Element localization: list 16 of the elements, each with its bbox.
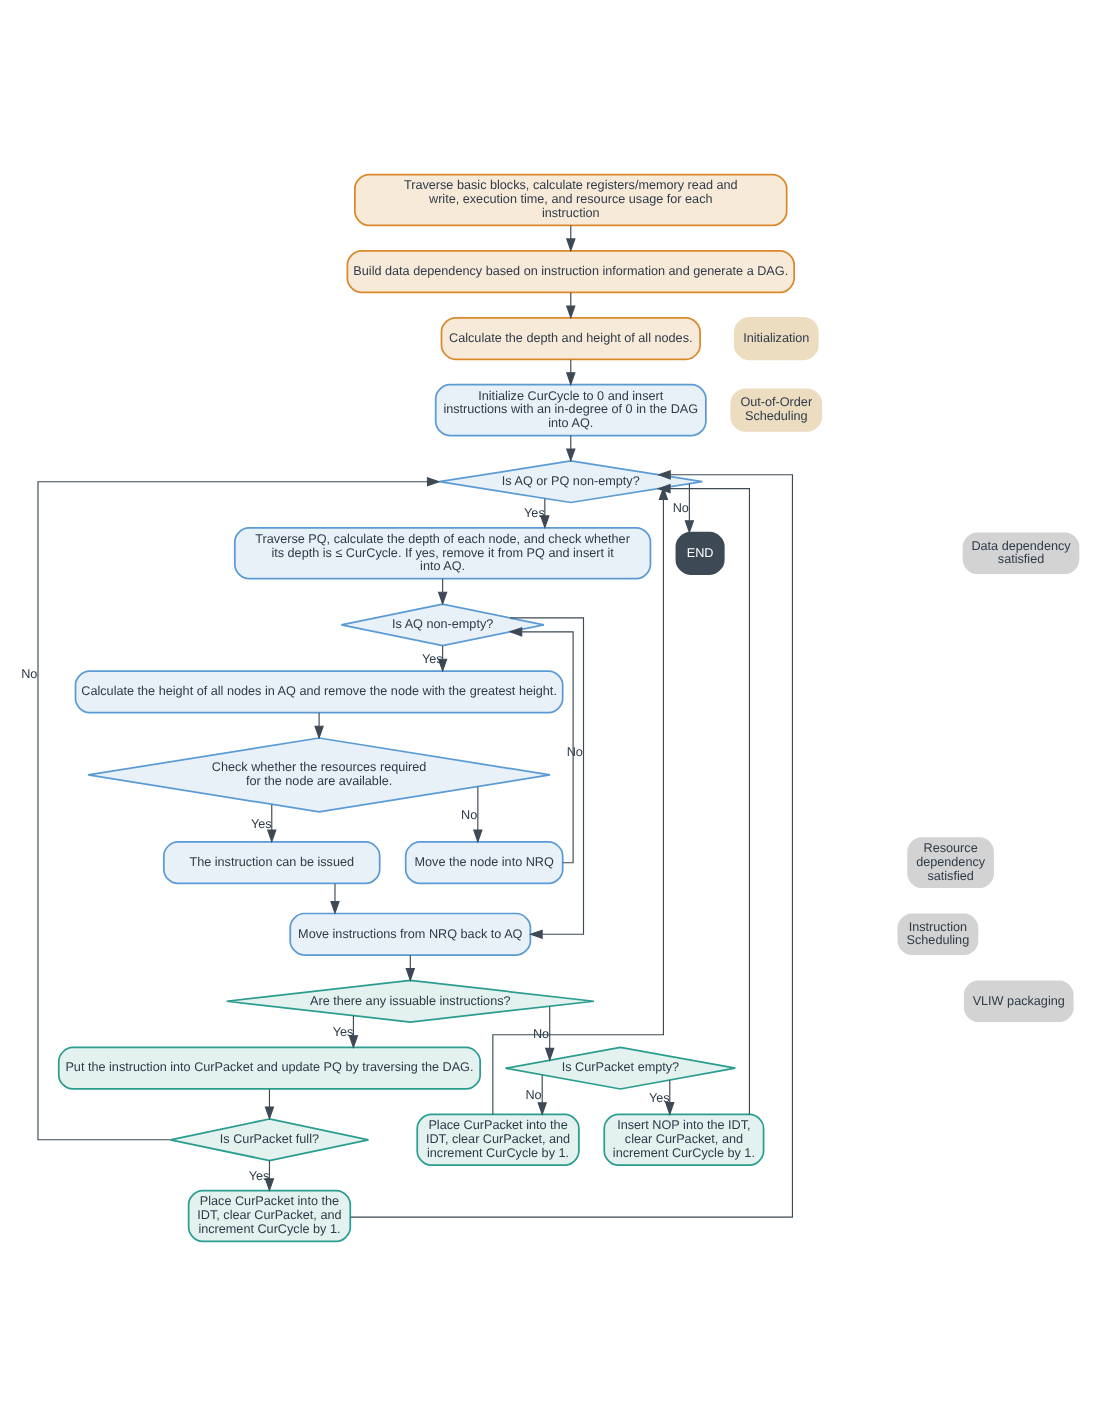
arrow <box>684 482 695 534</box>
arrow <box>266 803 277 843</box>
arrow <box>537 1073 548 1116</box>
arrow <box>330 882 340 914</box>
arrow <box>473 785 483 843</box>
arrow <box>508 625 574 863</box>
arrow <box>544 1004 555 1061</box>
arrow <box>350 468 794 1217</box>
arrow <box>314 711 324 739</box>
arrow <box>264 1159 275 1192</box>
arrow <box>509 616 585 939</box>
arrow <box>656 482 750 1114</box>
arrow <box>492 485 669 1114</box>
arrow <box>37 475 441 1140</box>
arrow <box>348 1014 359 1049</box>
arrow <box>664 1078 675 1115</box>
